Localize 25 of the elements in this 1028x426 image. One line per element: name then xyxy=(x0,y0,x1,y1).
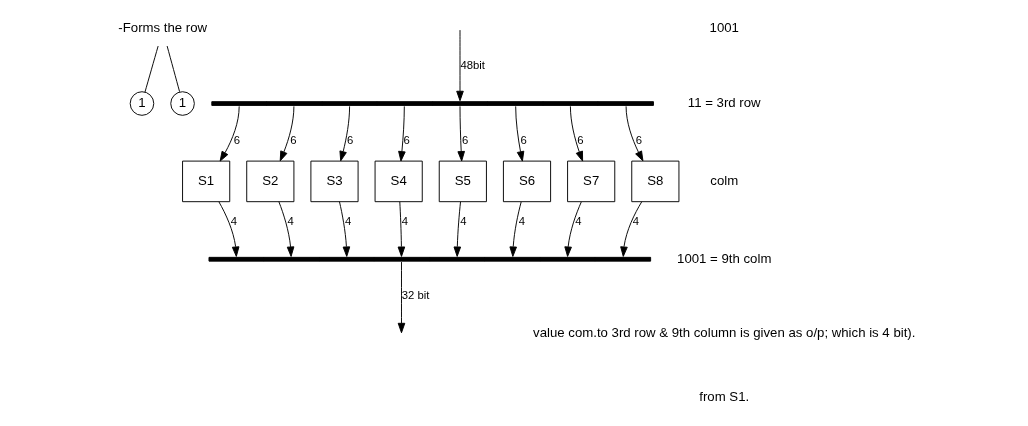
edge-label: 4 xyxy=(230,214,237,227)
edge-label: 4 xyxy=(632,214,639,227)
edge-label: 6 xyxy=(233,133,240,146)
label: from S1. xyxy=(698,388,749,404)
edge-label: 6 xyxy=(576,133,583,146)
node-text: -Forms the row xyxy=(117,20,207,36)
edge-label: 4 xyxy=(518,214,525,227)
edge-label: 6 xyxy=(289,133,297,146)
edge-label: 6 xyxy=(635,133,642,146)
edge-label: 4 xyxy=(459,214,466,227)
edge-label: 4 xyxy=(286,214,294,227)
label: 11 = 3rd row xyxy=(687,95,761,111)
edge-label: 4 xyxy=(401,214,408,227)
label: 1001 xyxy=(709,20,739,36)
edge-label: 48bit xyxy=(459,59,485,72)
edge-label: 32 bit xyxy=(401,289,429,302)
edge-label: 4 xyxy=(574,214,582,227)
label: 1001 = 9th colm xyxy=(676,250,771,266)
edge-label: 6 xyxy=(346,133,353,146)
edge-label: 6 xyxy=(461,133,468,146)
label: colm xyxy=(709,172,738,188)
edge-label: 6 xyxy=(403,133,410,146)
edge-label: 4 xyxy=(344,214,351,227)
edge-label: 6 xyxy=(520,133,527,146)
label: value com.to 3rd row & 9th column is given as o/p; which is 4 bit). xyxy=(532,325,915,341)
